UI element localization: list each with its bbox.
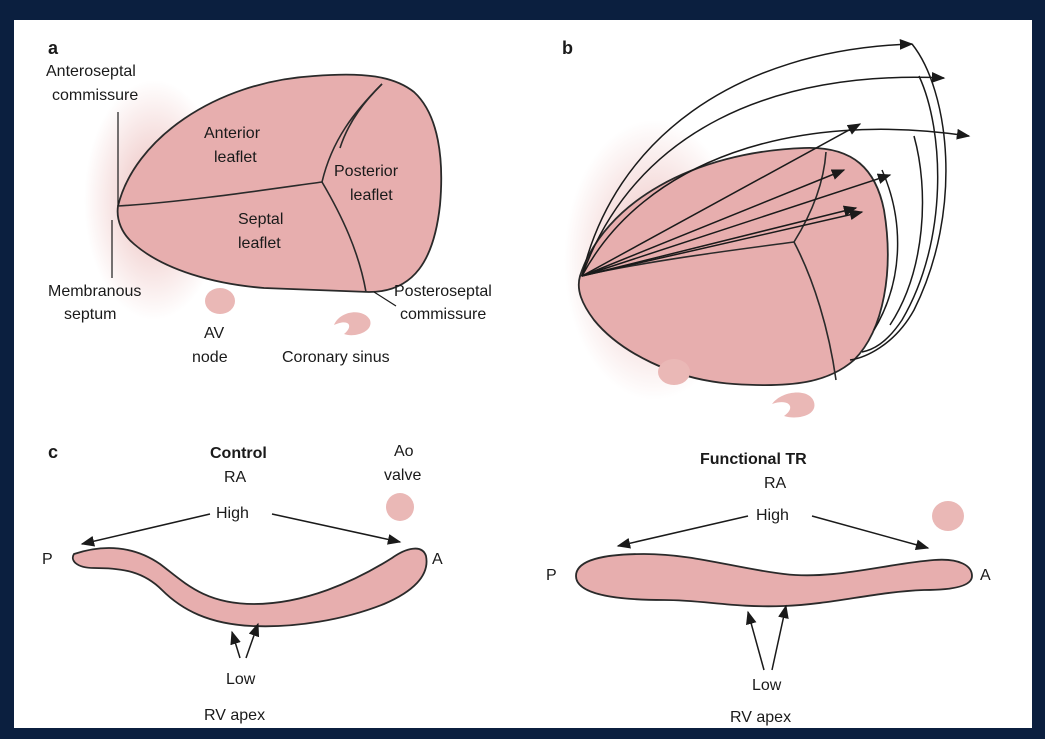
- functional-p-label: P: [546, 567, 557, 584]
- panel-b: b: [562, 38, 969, 417]
- anteroseptal-label-2: commissure: [52, 87, 138, 104]
- posterior-leaflet-label-1: Posterior: [334, 163, 399, 180]
- control-high-arrow-left: [82, 514, 210, 544]
- control-leaflet-profile: [73, 548, 427, 626]
- functional-high-arrow-right: [812, 516, 928, 548]
- control-low-arrow-2: [246, 624, 258, 658]
- functional-rv-apex-label: RV apex: [730, 709, 791, 726]
- membranous-label-2: septum: [64, 306, 116, 323]
- av-node-shape: [205, 288, 235, 314]
- control-high-arrow-right: [272, 514, 400, 542]
- control-rv-apex-label: RV apex: [204, 707, 265, 724]
- panel-c-functional: Functional TR RA High P A Low RV apex: [546, 451, 991, 726]
- posteroseptal-pointer: [374, 292, 396, 306]
- control-low-label: Low: [226, 671, 256, 688]
- ao-label-1: Ao: [394, 443, 414, 460]
- outer-arc-3: [890, 136, 923, 325]
- posteroseptal-label-1: Posteroseptal: [394, 283, 492, 300]
- functional-a-label: A: [980, 567, 991, 584]
- ao-valve-shape: [386, 493, 414, 521]
- control-a-label: A: [432, 551, 443, 568]
- functional-low-arrow-1: [748, 612, 764, 670]
- septal-leaflet-label-2: leaflet: [238, 235, 281, 252]
- anteroseptal-label-1: Anteroseptal: [46, 63, 136, 80]
- control-high-label: High: [216, 505, 249, 522]
- av-node-label-2: node: [192, 349, 228, 366]
- functional-leaflet-profile: [576, 554, 972, 606]
- coronary-sinus-label: Coronary sinus: [282, 349, 390, 366]
- functional-title: Functional TR: [700, 451, 807, 468]
- functional-high-arrow-left: [618, 516, 748, 546]
- panel-c-letter: c: [48, 442, 58, 462]
- tricuspid-valve-diagram: a Anteroseptal commissure Anterior leafl…: [14, 20, 1032, 728]
- functional-low-label: Low: [752, 677, 782, 694]
- membranous-label-1: Membranous: [48, 283, 141, 300]
- functional-ra-label: RA: [764, 475, 787, 492]
- coronary-sinus-b-shape: [772, 392, 814, 417]
- functional-low-arrow-2: [772, 606, 786, 670]
- anterior-leaflet-label-1: Anterior: [204, 125, 261, 142]
- coronary-sinus-shape: [334, 312, 371, 335]
- septal-leaflet-label-1: Septal: [238, 211, 283, 228]
- functional-high-label: High: [756, 507, 789, 524]
- functional-ao-shape: [932, 501, 964, 531]
- control-ra-label: RA: [224, 469, 247, 486]
- posteroseptal-label-2: commissure: [400, 306, 486, 323]
- panel-a: a Anteroseptal commissure Anterior leafl…: [46, 38, 492, 366]
- figure-frame: a Anteroseptal commissure Anterior leafl…: [14, 20, 1032, 728]
- control-p-label: P: [42, 551, 53, 568]
- anterior-leaflet-label-2: leaflet: [214, 149, 257, 166]
- panel-b-letter: b: [562, 38, 573, 58]
- control-low-arrow-1: [232, 632, 240, 658]
- av-node-b-shape: [658, 359, 690, 385]
- panel-a-letter: a: [48, 38, 59, 58]
- panel-c-control: c Control RA High Ao valve P A Low RV ap…: [42, 442, 443, 724]
- av-node-label-1: AV: [204, 325, 224, 342]
- control-title: Control: [210, 445, 267, 462]
- posterior-leaflet-label-2: leaflet: [350, 187, 393, 204]
- ao-label-2: valve: [384, 467, 421, 484]
